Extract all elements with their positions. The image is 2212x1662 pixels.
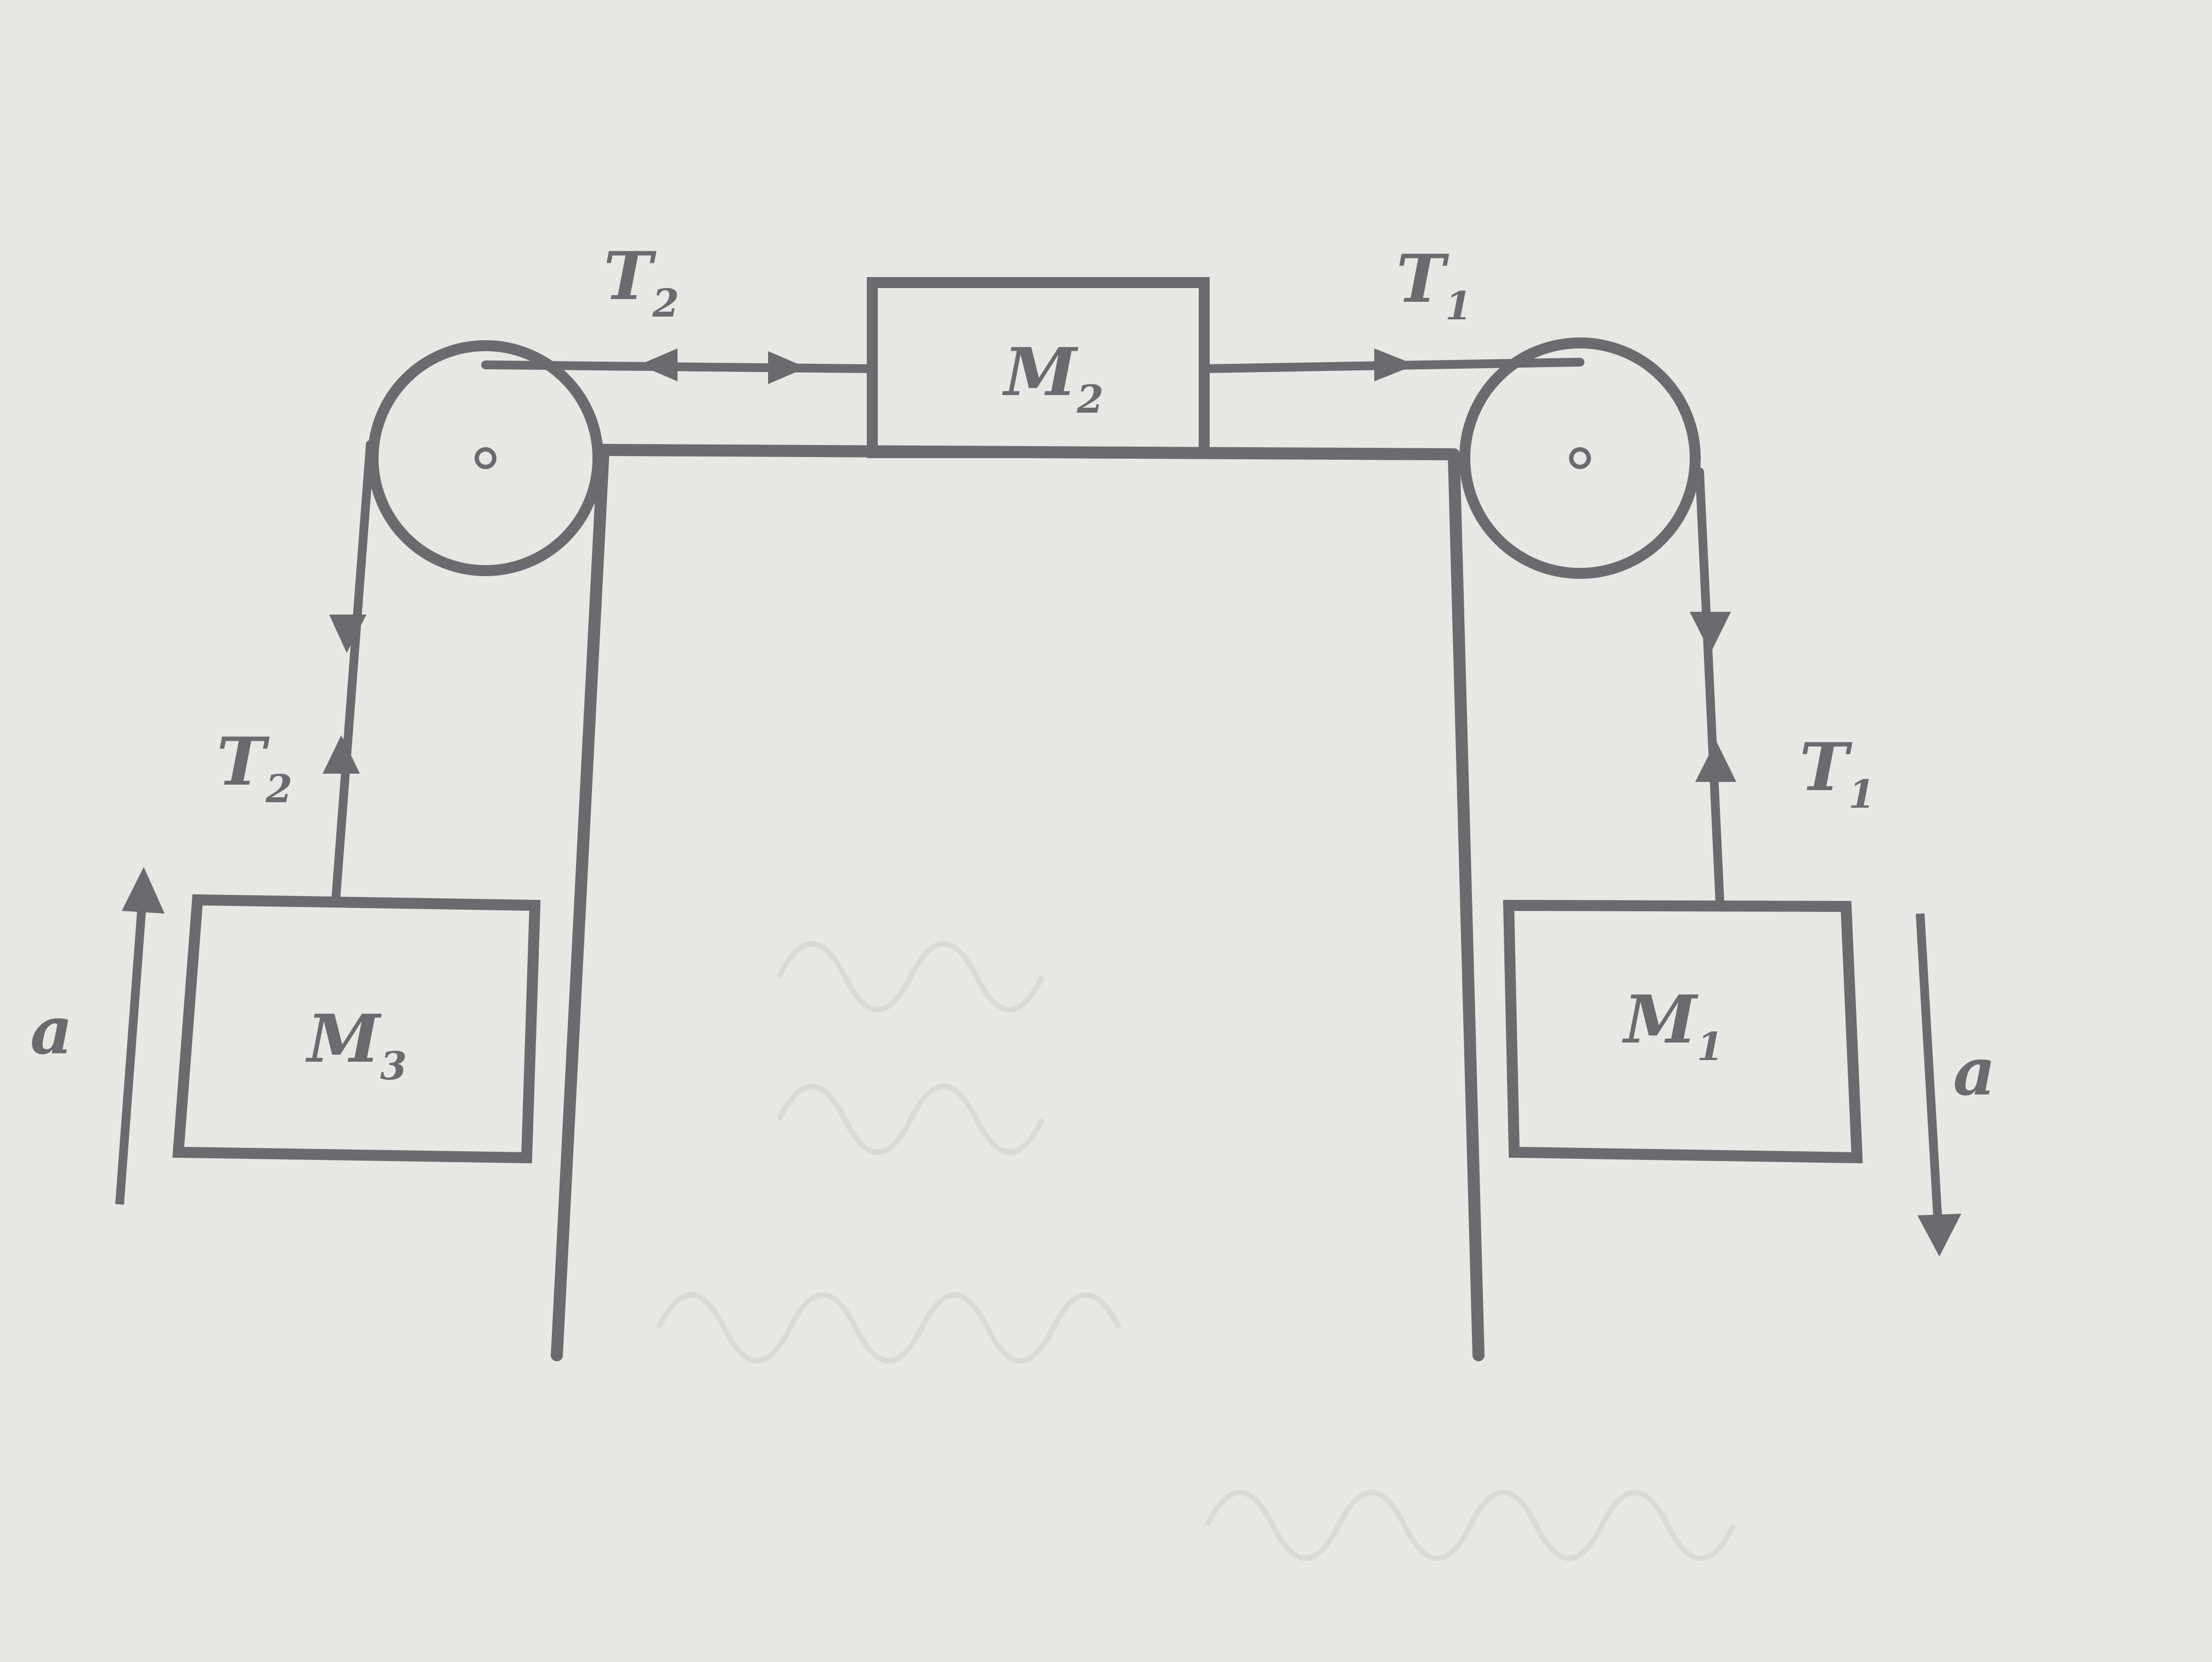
accel-left-shaft xyxy=(115,910,146,1205)
blocks xyxy=(172,277,1863,1164)
block-m2 xyxy=(867,277,1210,458)
t2-arrow-up xyxy=(323,735,360,774)
table xyxy=(551,444,1485,1361)
string-right-vertical xyxy=(1695,467,1724,907)
label-t1-top: T1 xyxy=(1396,240,1472,329)
label-t1-right: T1 xyxy=(1799,729,1875,817)
tension-arrows xyxy=(323,348,1736,782)
table-left-leg xyxy=(551,444,610,1361)
label-m3: M3 xyxy=(305,1000,407,1089)
label-m1: M1 xyxy=(1622,981,1724,1069)
right-pulley-axle xyxy=(1569,447,1591,469)
accel-right-head xyxy=(1917,1214,1961,1257)
left-pulley xyxy=(368,340,603,576)
accel-left-head xyxy=(122,867,165,914)
t2-arrow-right xyxy=(768,351,806,384)
label-m2: M2 xyxy=(1002,334,1104,422)
block-m3 xyxy=(172,894,541,1164)
t1-arrow-up xyxy=(1695,741,1736,782)
t1-arrow-right xyxy=(1374,348,1415,381)
label-accel-right: a xyxy=(1953,1033,1996,1111)
background-handwriting xyxy=(656,941,1736,1561)
label-t2-left: T2 xyxy=(217,723,292,812)
label-t2-top: T2 xyxy=(603,238,679,326)
t2-arrow-down xyxy=(329,615,366,653)
acceleration-arrows xyxy=(115,867,1961,1257)
left-pulley-axle xyxy=(475,447,496,469)
label-accel-left: a xyxy=(30,992,73,1069)
string-left-vertical xyxy=(331,440,375,904)
string-left-horizontal xyxy=(481,360,877,373)
block-m1 xyxy=(1503,899,1863,1164)
t1-arrow-down xyxy=(1690,612,1731,653)
accel-right-shaft xyxy=(1916,913,1942,1219)
strings xyxy=(331,358,1724,907)
table-right-leg xyxy=(1448,448,1485,1361)
t2-arrow-left xyxy=(639,348,678,381)
right-pulley xyxy=(1459,337,1701,579)
